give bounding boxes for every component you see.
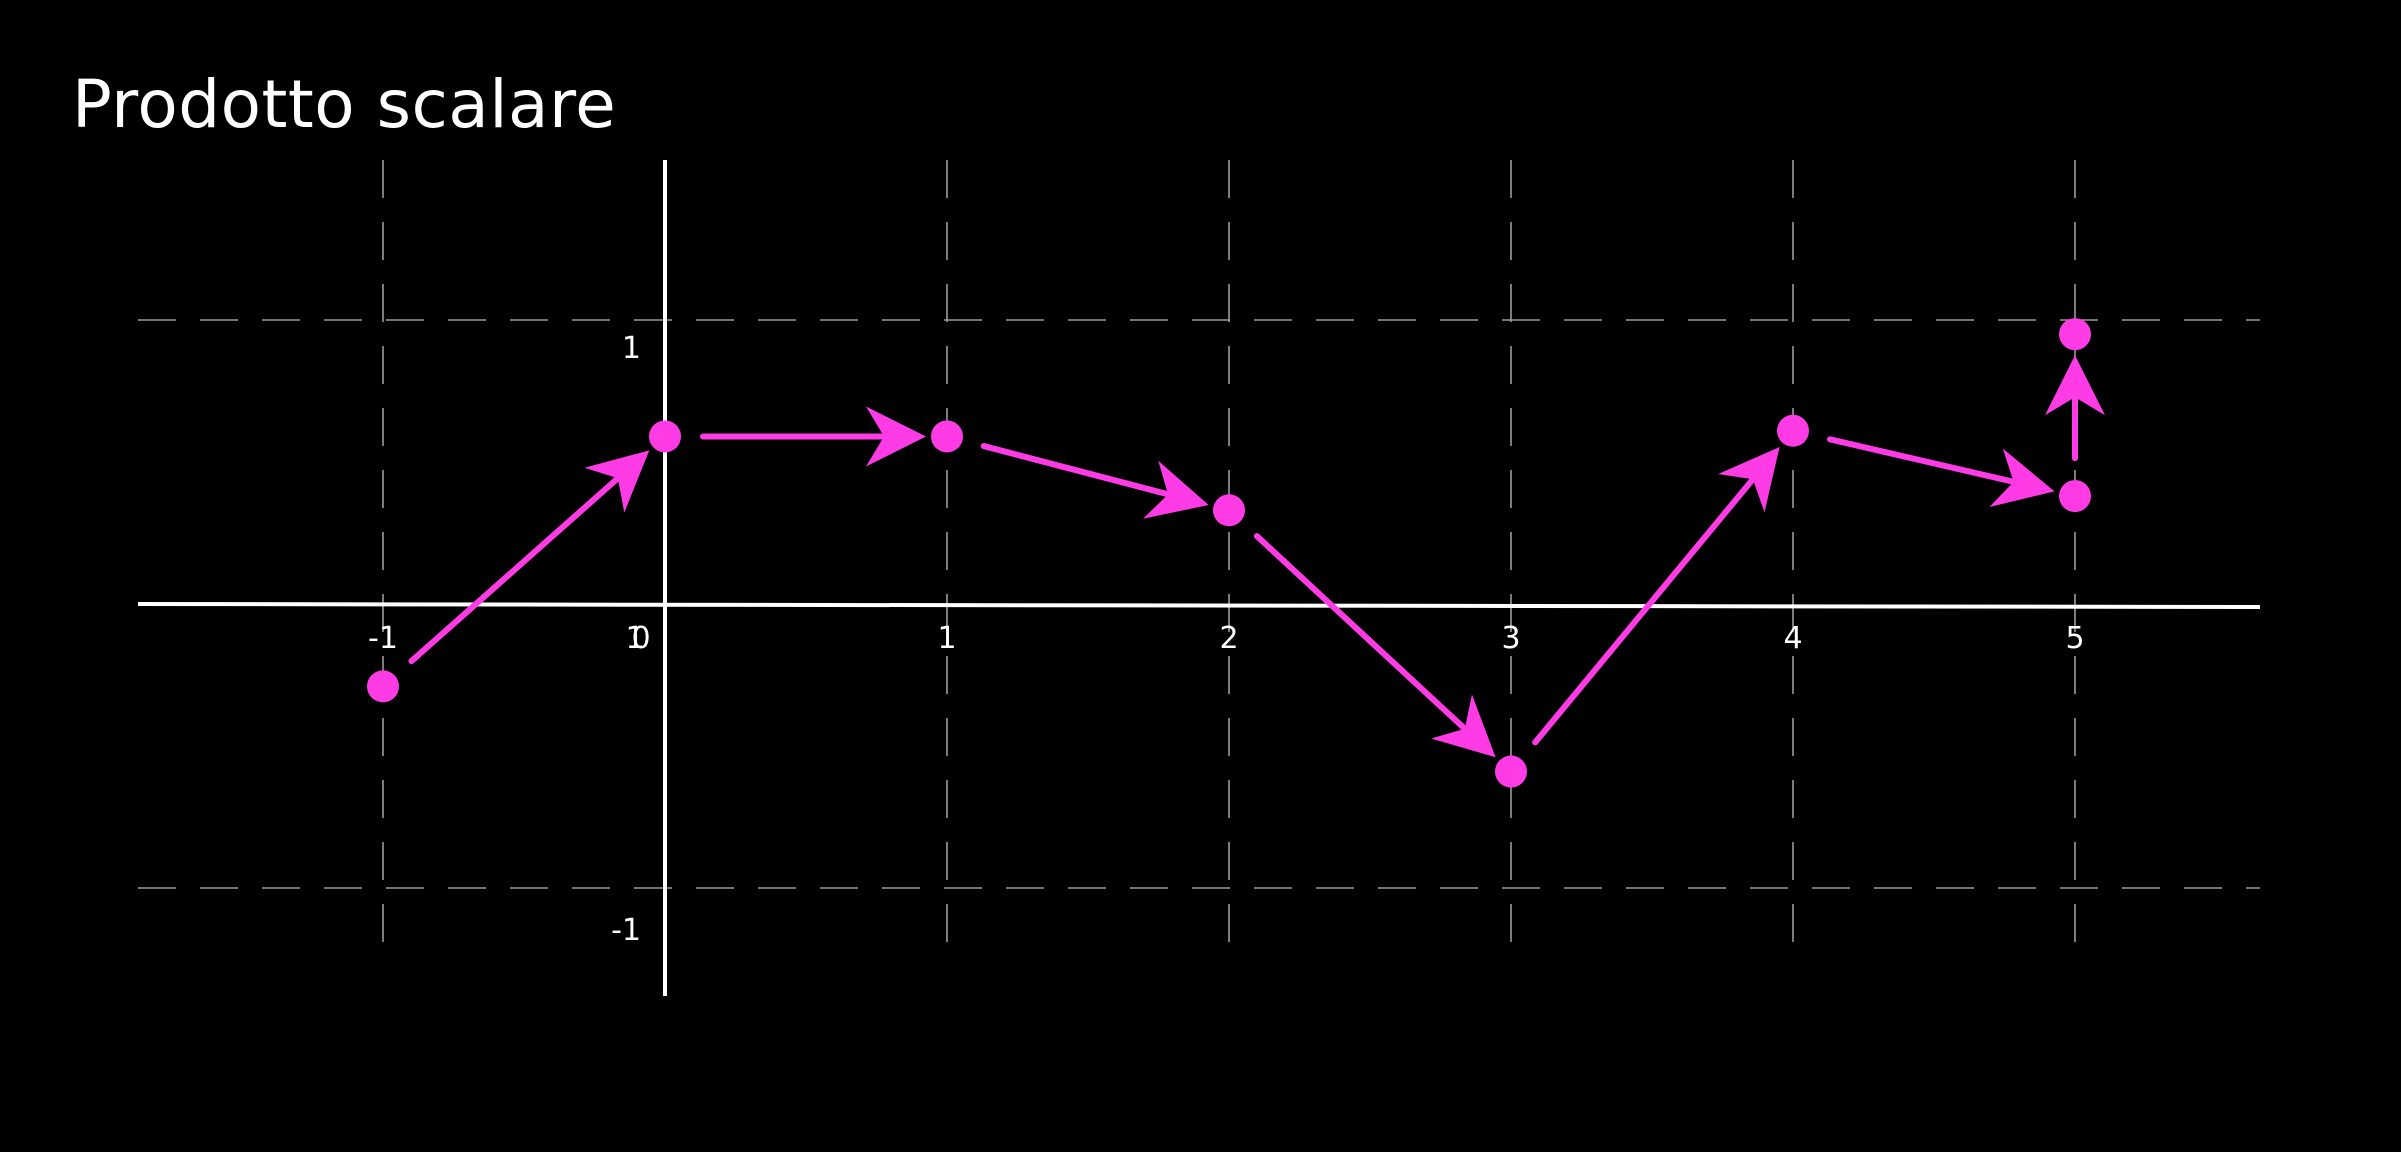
data-point-8 (2059, 318, 2091, 351)
vector-arrow-1 (408, 450, 650, 665)
data-point-2 (649, 420, 681, 453)
x-tick-label--1: -1 (368, 621, 398, 656)
x-tick-label-5: 5 (2065, 621, 2084, 656)
data-point-6 (1777, 414, 1809, 447)
x-tick-label-2: 2 (1219, 621, 1238, 656)
data-point-4 (1213, 494, 1245, 527)
x-tick-label-1: 1 (937, 621, 956, 656)
y-zero-label: 1 (625, 621, 644, 656)
y-tick-label-1: 1 (622, 331, 641, 366)
x-tick-label-4: 4 (1783, 621, 1802, 656)
vector-arrow-5 (1532, 446, 1780, 746)
x-tick-label-0: 0 (631, 621, 650, 656)
data-point-5 (1495, 755, 1527, 788)
x-axis (137, 602, 2261, 609)
data-point-1 (367, 670, 399, 703)
data-point-3 (931, 420, 963, 453)
y-tick-label--1: -1 (611, 913, 641, 948)
page-title: Prodotto scalare (72, 66, 617, 143)
vector-arrow-6 (1827, 436, 2055, 508)
x-tick-label-3: 3 (1501, 621, 1520, 656)
vector-arrow-3 (980, 443, 1209, 519)
vector-arrow-4 (1253, 533, 1496, 758)
data-point-7 (2059, 480, 2091, 513)
